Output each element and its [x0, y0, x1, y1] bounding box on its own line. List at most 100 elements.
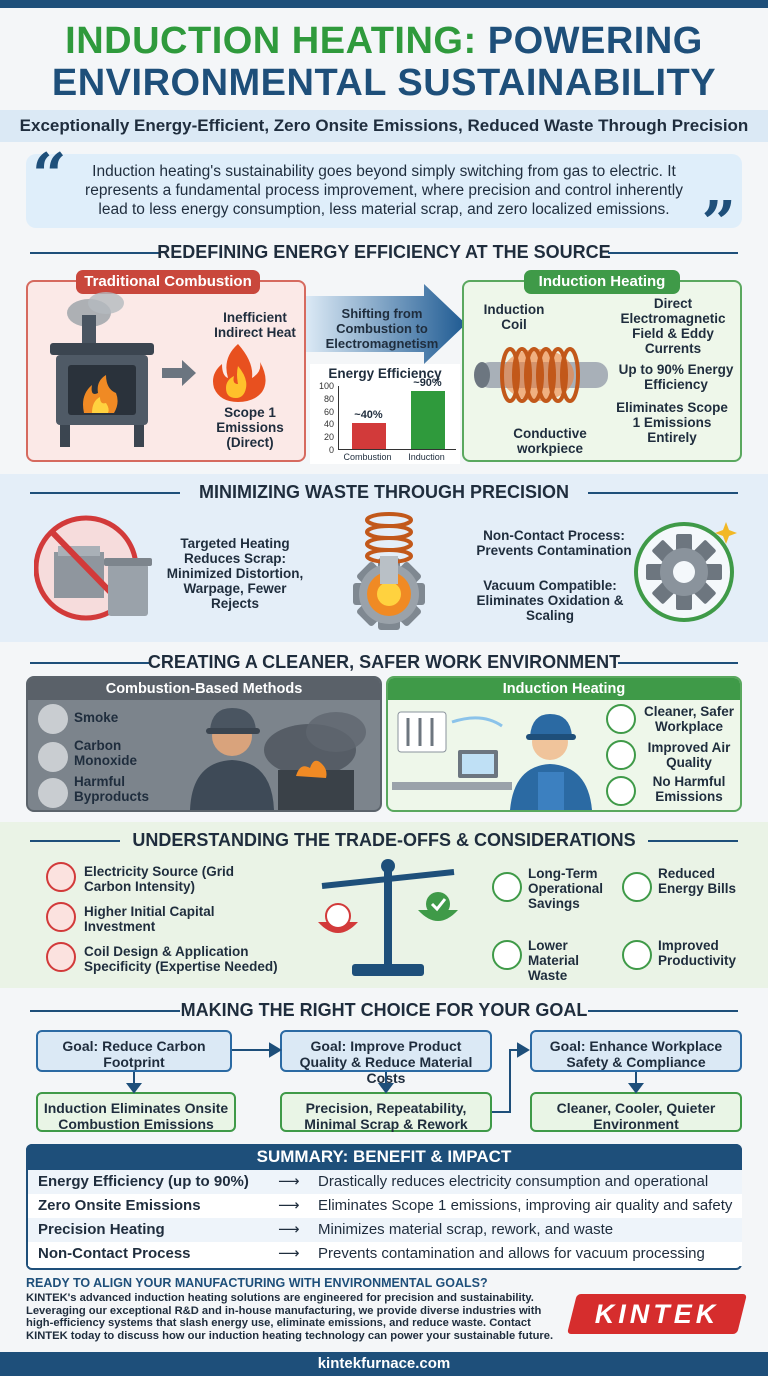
money-bag-icon: [46, 902, 76, 932]
section-heading-choice: MAKING THE RIGHT CHOICE FOR YOUR GOAL: [0, 998, 768, 1022]
clean-gear-icon: [634, 522, 737, 622]
top-bar: [0, 0, 768, 8]
scope1-emissions-label: Scope 1 Emissions (Direct): [216, 405, 284, 450]
con-electricity-label: Electricity Source (Grid Carbon Intensit…: [84, 864, 235, 894]
cta-body: KINTEK's advanced induction heating solu…: [26, 1292, 554, 1342]
chart-icon: [622, 940, 652, 970]
chart-x-axis: Combustion Induction: [338, 452, 456, 464]
table-row: Precision Heating⟶Minimizes material scr…: [28, 1218, 742, 1242]
y-tick-label: 0: [328, 445, 334, 455]
vacuum-label: Vacuum Compatible: Eliminates Oxidation …: [476, 578, 624, 623]
stove-icon: [50, 292, 154, 447]
shield-icon: [606, 704, 636, 734]
title-part-green: INDUCTION HEATING:: [65, 20, 477, 62]
lightbulb-icon: [622, 872, 652, 902]
table-row: Energy Efficiency (up to 90%)⟶Drasticall…: [28, 1170, 742, 1214]
pro-savings-label: Long-Term Operational Savings: [528, 866, 604, 911]
shift-label: Shifting from Combustion to Electromagne…: [325, 306, 439, 351]
summary-heading: SUMMARY: BENEFIT & IMPACT: [26, 1144, 742, 1170]
section-heading-work-environment: CREATING A CLEANER, SAFER WORK ENVIRONME…: [0, 650, 768, 674]
close-quote-icon: ”: [701, 189, 736, 259]
harmful-byproducts-label: Harmful Byproducts: [74, 774, 150, 804]
induction-coil-label: Induction Coil: [483, 302, 545, 332]
open-quote-icon: “: [32, 141, 67, 211]
arrow-icon: ⟶: [278, 1245, 300, 1262]
title-part-blue: POWERING: [487, 20, 703, 62]
carbon-monoxide-label: Carbon Monoxide: [74, 738, 137, 768]
scrap-trash-icon: [34, 515, 152, 621]
coil-icon: [474, 347, 608, 403]
savings-icon: [492, 872, 522, 902]
smoke-icon: [38, 704, 68, 734]
y-tick-label: 80: [323, 393, 334, 404]
y-tick-label: 20: [323, 432, 334, 443]
efficiency-label: Up to 90% Energy Efficiency: [618, 362, 734, 392]
con-coil-label: Coil Design & Application Specificity (E…: [84, 944, 278, 974]
table-row: Zero Onsite Emissions⟶Eliminates Scope 1…: [28, 1194, 742, 1218]
induction-workplace-tag: Induction Heating: [388, 678, 740, 700]
wind-icon: [606, 740, 636, 770]
bar-data-label: ~40%: [354, 409, 383, 422]
fan-icon: [38, 778, 68, 808]
kintek-logo[interactable]: KINTEK: [594, 1299, 720, 1329]
flame-icon: [213, 344, 266, 402]
targeted-heating-label: Targeted Heating Reduces Scrap: Minimize…: [166, 536, 304, 611]
goal-carbon-box: Goal: Reduce Carbon Footprint: [36, 1030, 232, 1072]
section-heading-energy: REDEFINING ENERGY EFFICIENCY AT THE SOUR…: [0, 240, 768, 264]
section-heading-tradeoffs: UNDERSTANDING THE TRADE-OFFS & CONSIDERA…: [0, 828, 768, 852]
table-row: Non-Contact Process⟶Prevents contaminati…: [28, 1242, 742, 1266]
no-harmful-label: No Harmful Emissions: [652, 774, 726, 804]
direct-field-label: Direct Electromagnetic Field & Eddy Curr…: [620, 296, 726, 356]
quote-box: “ Induction heating's sustainability goe…: [26, 146, 742, 254]
chart-y-axis: 100 80 60 40 20 0: [312, 382, 334, 455]
x-tick-label: Combustion: [343, 452, 392, 462]
goal-safety-box: Goal: Enhance Workplace Safety & Complia…: [530, 1030, 742, 1072]
y-tick-label: 40: [323, 419, 334, 430]
eliminates-label: Eliminates Scope 1 Emissions Entirely: [616, 400, 728, 445]
non-contact-label: Non-Contact Process: Prevents Contaminat…: [476, 528, 632, 558]
pro-waste-label: Lower Material Waste: [528, 938, 580, 983]
goal-connector-arrows: [126, 1042, 644, 1113]
result-safety-box: Cleaner, Cooler, Quieter Environment: [530, 1092, 742, 1132]
recycle-icon: [492, 940, 522, 970]
workpiece-label: Conductive workpiece: [513, 426, 587, 456]
page-title: INDUCTION HEATING: POWERING ENVIRONMENTA…: [0, 20, 768, 104]
scale-icon: [318, 859, 458, 976]
arrow-icon: ⟶: [278, 1173, 300, 1190]
chart-title: Energy Efficiency: [328, 366, 442, 381]
pro-bills-label: Reduced Energy Bills: [658, 866, 737, 896]
radiation-icon: [38, 742, 68, 772]
smoke-label: Smoke: [74, 710, 119, 725]
quote-text: Induction heating's sustainability goes …: [85, 163, 683, 218]
improved-air-label: Improved Air Quality: [647, 740, 731, 770]
gear-coil-icon: [353, 512, 425, 630]
worker-smoke-icon: [190, 708, 366, 810]
induction-heating-tag: Induction Heating: [524, 270, 680, 294]
bar-combustion: [351, 423, 386, 449]
shift-arrow: [306, 284, 466, 364]
y-tick-label: 60: [323, 406, 334, 417]
arrow-icon: ⟶: [278, 1221, 300, 1238]
section-heading-waste: MINIMIZING WASTE THROUGH PRECISION: [0, 480, 768, 504]
footer-url[interactable]: kintekfurnace.com: [0, 1352, 768, 1376]
bar-induction: [410, 391, 445, 449]
pro-productivity-label: Improved Productivity: [658, 938, 737, 968]
chart-plot-area: ~40%~90%: [338, 377, 456, 450]
coil-design-icon: [46, 942, 76, 972]
title-line-2: ENVIRONMENTAL SUSTAINABILITY: [51, 62, 717, 104]
worker-clean-icon: [392, 711, 592, 810]
y-tick-label: 100: [318, 381, 334, 391]
arrow-right-icon: [162, 360, 196, 386]
result-carbon-box: Induction Eliminates Onsite Combustion E…: [36, 1092, 236, 1132]
inefficient-heat-label: Inefficient Indirect Heat: [214, 310, 296, 340]
goal-quality-box: Goal: Improve Product Quality & Reduce M…: [280, 1030, 492, 1086]
cleaner-workplace-label: Cleaner, Safer Workplace: [643, 704, 735, 734]
subtitle-banner: Exceptionally Energy-Efficient, Zero Ons…: [0, 110, 768, 142]
x-tick-label: Induction: [408, 452, 445, 462]
traditional-combustion-tag: Traditional Combustion: [76, 270, 260, 294]
lightning-icon: [46, 862, 76, 892]
con-capital-label: Higher Initial Capital Investment: [84, 904, 215, 934]
cta-heading: READY TO ALIGN YOUR MANUFACTURING WITH E…: [26, 1276, 488, 1290]
no-emission-icon: [606, 776, 636, 806]
